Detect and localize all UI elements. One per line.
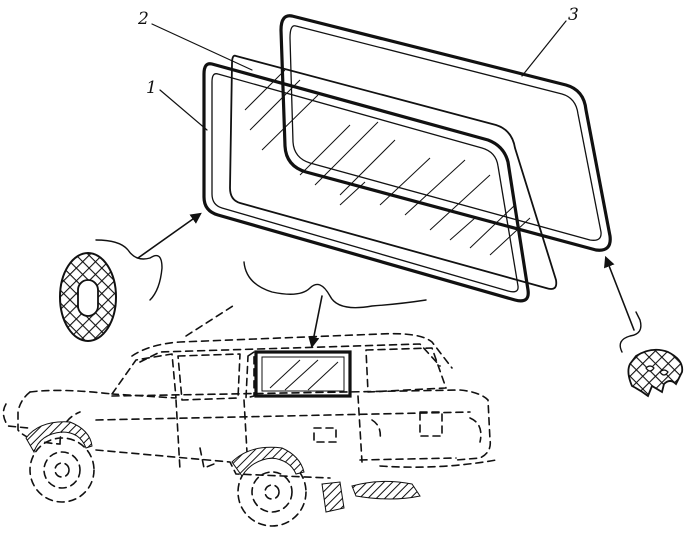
callout-3: 3 bbox=[521, 5, 579, 77]
front-wheel-shadow bbox=[25, 421, 93, 454]
callout-1-label: 1 bbox=[146, 78, 157, 98]
callout-2: 2 bbox=[137, 9, 253, 71]
target-rear-side-window bbox=[254, 350, 352, 398]
callout-2-label: 2 bbox=[137, 9, 149, 29]
mudflap bbox=[321, 481, 345, 513]
seal-cross-section-right bbox=[604, 255, 684, 398]
rear-wheel-shadow bbox=[231, 446, 305, 477]
seal-cross-section-left bbox=[59, 212, 202, 342]
window-location-leader bbox=[243, 261, 427, 349]
rubber-seal-part-3 bbox=[279, 14, 612, 252]
front-wheel bbox=[29, 437, 95, 503]
callout-1: 1 bbox=[146, 78, 208, 131]
rear-under-shadow bbox=[351, 480, 421, 500]
station-wagon-car bbox=[2, 303, 497, 527]
callout-3-label: 3 bbox=[568, 5, 579, 25]
seal-part-1 bbox=[202, 62, 530, 303]
